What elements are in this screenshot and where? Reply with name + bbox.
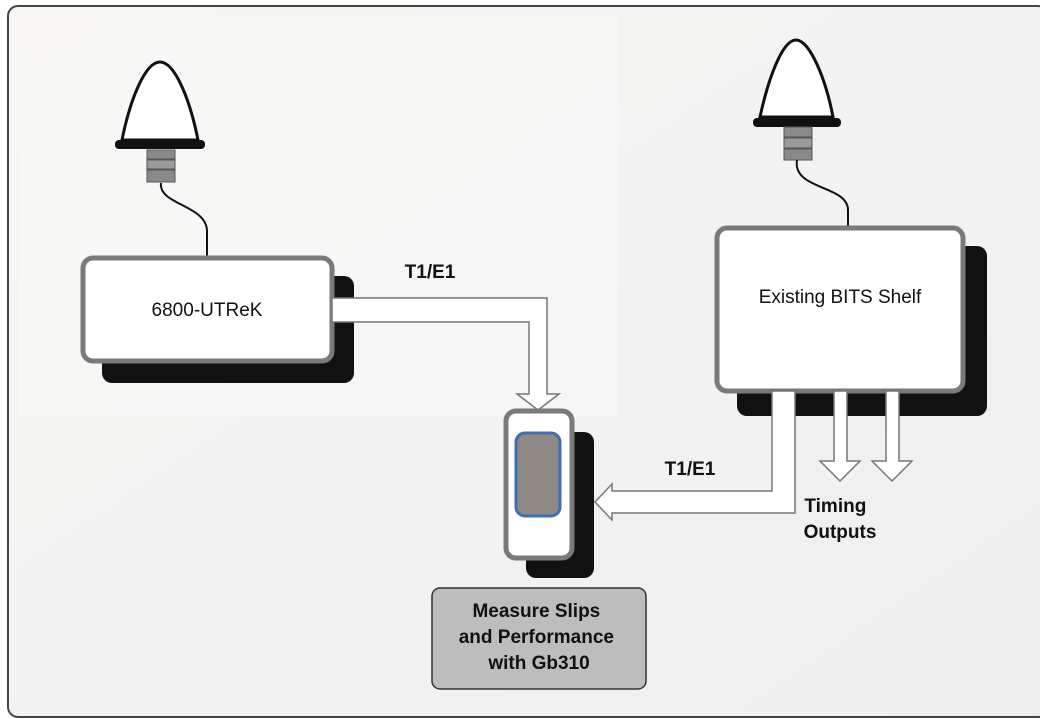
utrek-label: 6800-UTReK bbox=[152, 300, 263, 321]
link-label-bits: T1/E1 bbox=[665, 459, 716, 480]
gps-antenna-icon bbox=[753, 38, 841, 161]
measurement-label: Measure Slips and Performance with Gb310 bbox=[459, 601, 620, 674]
bits-label: Existing BITS Shelf bbox=[759, 287, 922, 308]
timing-output-arrow bbox=[818, 390, 862, 483]
antenna-cable bbox=[159, 182, 209, 258]
antenna-cable bbox=[795, 159, 849, 228]
timing-output-arrow bbox=[870, 390, 914, 483]
timing-outputs-label: Timing Outputs bbox=[804, 496, 877, 543]
measurement-box bbox=[431, 587, 647, 690]
handheld-tester-icon bbox=[503, 408, 594, 578]
utrek-to-tester-arrow bbox=[331, 297, 562, 411]
link-label-utrek: T1/E1 bbox=[405, 262, 456, 283]
bits-box bbox=[714, 225, 966, 394]
gps-antenna-icon bbox=[115, 60, 205, 183]
bits-to-tester-arrow bbox=[593, 390, 796, 522]
